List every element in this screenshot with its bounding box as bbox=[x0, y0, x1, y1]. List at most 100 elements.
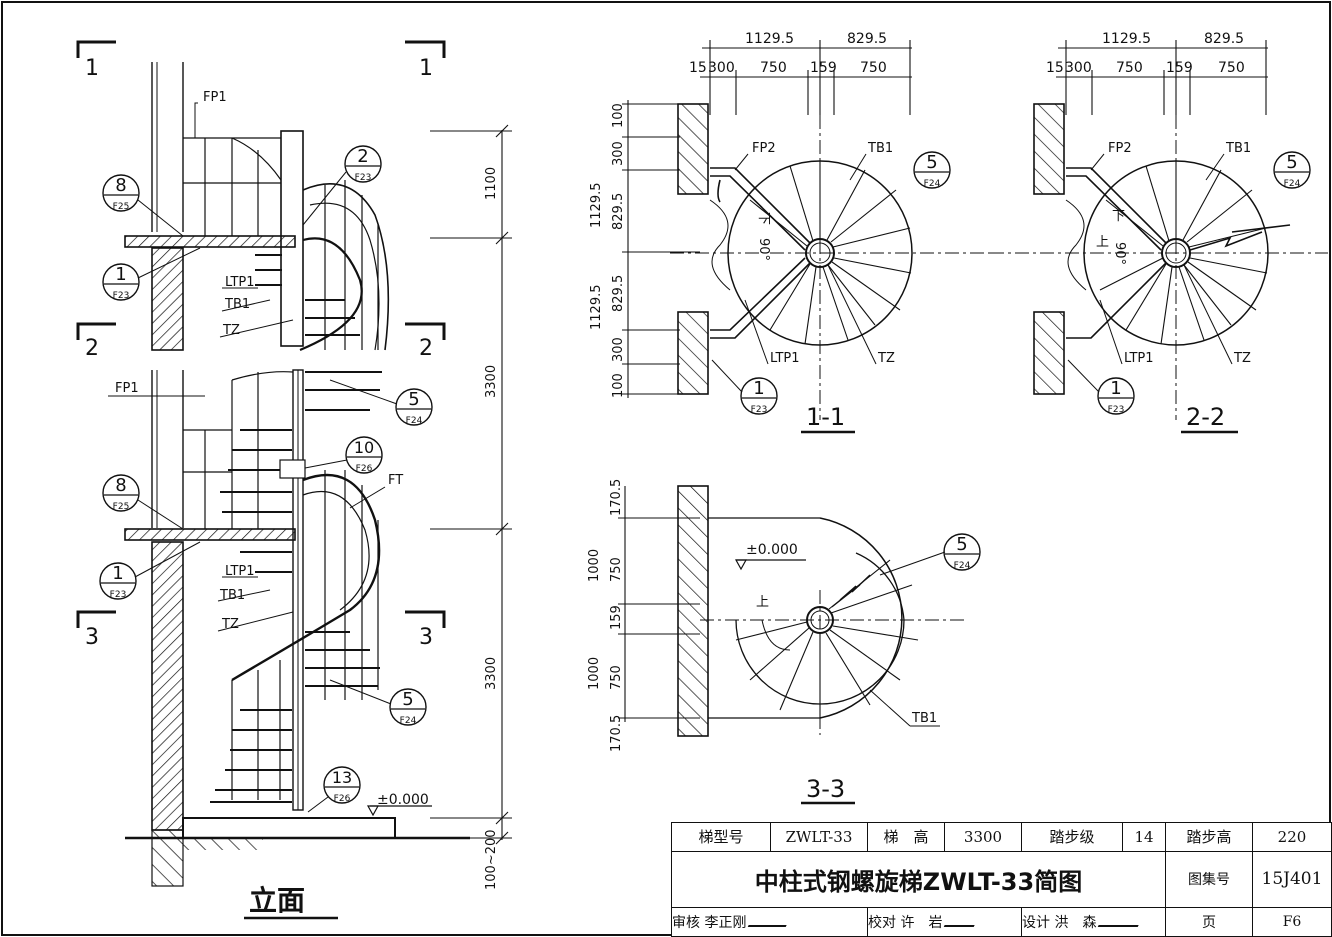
label-fp2: FP2 bbox=[752, 141, 776, 156]
label-tb1: TB1 bbox=[219, 588, 245, 603]
section-cut-2-left: 2 bbox=[76, 322, 116, 361]
page-label: 页 bbox=[1165, 907, 1253, 937]
level-text: ±0.000 bbox=[746, 542, 798, 558]
design-label: 设计 bbox=[1022, 915, 1051, 932]
check-name: 许 岩 bbox=[900, 915, 943, 932]
label-down: 下 bbox=[756, 212, 771, 225]
callout-reference: F23 bbox=[751, 405, 768, 415]
callout-1-f23-lower: 1 F23 bbox=[99, 541, 201, 600]
review-signature-icon bbox=[747, 913, 793, 928]
label-fp1: FP1 bbox=[203, 90, 227, 105]
dim-15: 15 bbox=[689, 60, 707, 76]
level-text: ±0.000 bbox=[377, 792, 429, 808]
callout-number: 13 bbox=[332, 768, 352, 787]
elevation-view: 1 1 2 2 3 3 bbox=[76, 40, 512, 920]
dim-750: 750 bbox=[1116, 60, 1143, 76]
level-marker-elevation: ±0.000 bbox=[366, 792, 432, 817]
label-tb1: TB1 bbox=[224, 297, 250, 312]
atlas-label: 图集号 bbox=[1165, 850, 1253, 909]
label-tz: TZ bbox=[877, 351, 895, 366]
dim-159: 159 bbox=[810, 60, 837, 76]
check-row: 校对 许 岩 bbox=[867, 907, 1022, 937]
dim-1129.5: 1129.5 bbox=[589, 183, 604, 229]
callout-8-f25: 8 F25 bbox=[102, 174, 184, 237]
callout-reference: F26 bbox=[356, 464, 373, 474]
callout-reference: F26 bbox=[334, 794, 351, 804]
elevation-dimension-chain bbox=[430, 124, 512, 845]
dim-300: 300 bbox=[708, 60, 735, 76]
callout-reference: F24 bbox=[954, 561, 971, 571]
label-down: 下 bbox=[1112, 209, 1125, 224]
dim-1000: 1000 bbox=[587, 549, 602, 582]
callout-5-f24-lower: 5 F24 bbox=[329, 679, 427, 726]
section-cut-2-right: 2 bbox=[405, 322, 446, 361]
steps-value: 14 bbox=[1122, 822, 1166, 852]
drawing-title: 中柱式钢螺旋梯ZWLT-33简图 bbox=[671, 850, 1166, 909]
title-block: 梯型号 ZWLT-33 梯 高 3300 踏步级 14 踏步高 220 中柱式钢… bbox=[671, 822, 1332, 937]
callout-number: 5 bbox=[956, 534, 967, 555]
elevation-title: 立面 bbox=[249, 884, 305, 917]
label-tz: TZ bbox=[221, 617, 239, 632]
atlas-value: 15J401 bbox=[1252, 850, 1332, 909]
callout-reference: F24 bbox=[924, 179, 941, 189]
label-ltp1: LTP1 bbox=[225, 564, 255, 579]
plan-3-3: 170.5 750 1000 159 750 1000 170.5 ±0 bbox=[587, 479, 981, 805]
callout-number: 2 bbox=[357, 146, 368, 167]
dim-750: 750 bbox=[1218, 60, 1245, 76]
dim-829.5: 829.5 bbox=[1204, 31, 1244, 47]
elevation-labels: FP1 LTP1 TB1 TZ FP1 LTP1 TB1 TZ FT bbox=[108, 90, 403, 632]
plan-3-3-title: 3-3 bbox=[806, 775, 845, 803]
label-angle: 90° bbox=[756, 238, 771, 261]
page-value: F6 bbox=[1252, 907, 1332, 937]
railing-upper bbox=[183, 137, 390, 352]
dim-159: 159 bbox=[1166, 60, 1193, 76]
section-cut-label: 1 bbox=[419, 56, 433, 81]
plan-2-2-title: 2-2 bbox=[1186, 403, 1225, 431]
callout-number: 5 bbox=[926, 152, 937, 173]
label-tb1: TB1 bbox=[1225, 141, 1251, 156]
dim-300: 300 bbox=[1065, 60, 1092, 76]
section-cut-label: 3 bbox=[85, 625, 99, 650]
plan-1-1: 1129.5 829.5 15 300 750 159 750 100 300 … bbox=[589, 31, 990, 434]
check-signature-icon bbox=[943, 913, 981, 928]
section-cut-label: 2 bbox=[85, 336, 99, 361]
label-tz: TZ bbox=[1233, 351, 1251, 366]
dim-1000: 1000 bbox=[587, 657, 602, 690]
central-column bbox=[280, 130, 304, 811]
callout-number: 5 bbox=[408, 389, 419, 410]
review-name: 李正刚 bbox=[704, 915, 747, 932]
section-cut-label: 2 bbox=[419, 336, 433, 361]
callout-reference: F23 bbox=[113, 291, 130, 301]
label-tz: TZ bbox=[222, 323, 240, 338]
section-cut-3-right: 3 bbox=[405, 610, 446, 650]
plan-1-1-title: 1-1 bbox=[806, 403, 845, 431]
callout-10-f26: 10 F26 bbox=[279, 436, 383, 479]
callout-number: 1 bbox=[115, 264, 126, 285]
callout-reference: F24 bbox=[400, 716, 417, 726]
callout-5-f24-plan11: 5 F24 bbox=[913, 151, 951, 189]
dim-159: 159 bbox=[609, 605, 624, 630]
callout-8-f25-lower: 8 F25 bbox=[102, 474, 184, 530]
callout-5-f24-plan22: 5 F24 bbox=[1273, 151, 1311, 189]
elevation-wall bbox=[151, 62, 184, 887]
callout-1-f23-plan11: 1 F23 bbox=[711, 359, 778, 415]
dim-1129.5: 1129.5 bbox=[589, 285, 604, 331]
label-ltp1: LTP1 bbox=[770, 351, 800, 366]
callout-reference: F23 bbox=[355, 173, 372, 183]
callout-number: 5 bbox=[1286, 152, 1297, 173]
dim-750: 750 bbox=[760, 60, 787, 76]
review-row: 审核 李正刚 bbox=[671, 907, 868, 937]
label-tb1: TB1 bbox=[911, 711, 937, 726]
label-ltp1: LTP1 bbox=[225, 275, 255, 290]
dim-3300: 3300 bbox=[484, 657, 499, 690]
callout-reference: F24 bbox=[1284, 179, 1301, 189]
dim-829.5: 829.5 bbox=[847, 31, 887, 47]
dim-750: 750 bbox=[609, 557, 624, 582]
height-label: 梯 高 bbox=[867, 822, 945, 852]
dim-15: 15 bbox=[1046, 60, 1064, 76]
section-cut-label: 1 bbox=[85, 56, 99, 81]
height-value: 3300 bbox=[944, 822, 1022, 852]
dim-3300: 3300 bbox=[484, 365, 499, 398]
